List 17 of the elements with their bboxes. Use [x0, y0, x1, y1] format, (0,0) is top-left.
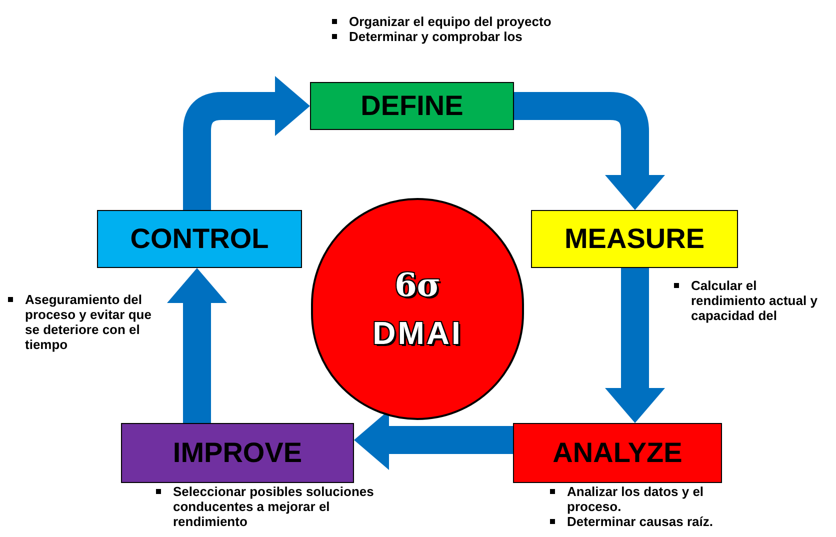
circle-label: DMAI	[372, 317, 462, 349]
bullet-text: Analizar los datos y el proceso.	[567, 484, 705, 514]
thick-arrow	[167, 268, 227, 423]
bullet-text: Determinar causas raíz.	[567, 514, 713, 529]
bullet-text: Organizar el equipo del proyecto	[349, 14, 552, 29]
bullet-text: Determinar y comprobar los	[349, 29, 522, 44]
thick-arrow	[605, 268, 665, 423]
bullet-text: Calcular el rendimiento actual y capacidad del	[691, 278, 818, 323]
phase-box: ANALYZE	[513, 423, 722, 483]
bullet-text: Aseguramiento del proceso y evitar que se deteriore con el tiempo	[25, 292, 152, 352]
thick-arrow	[514, 92, 665, 210]
phase-box: DEFINE	[310, 82, 514, 130]
phase-box: CONTROL	[97, 210, 302, 268]
bullet-text: Seleccionar posibles soluciones conducentes a mejorar el rendimiento	[173, 484, 375, 529]
phase-box: IMPROVE	[121, 423, 354, 483]
phase-box: MEASURE	[531, 210, 738, 268]
circle-label: 6σ	[394, 269, 440, 301]
